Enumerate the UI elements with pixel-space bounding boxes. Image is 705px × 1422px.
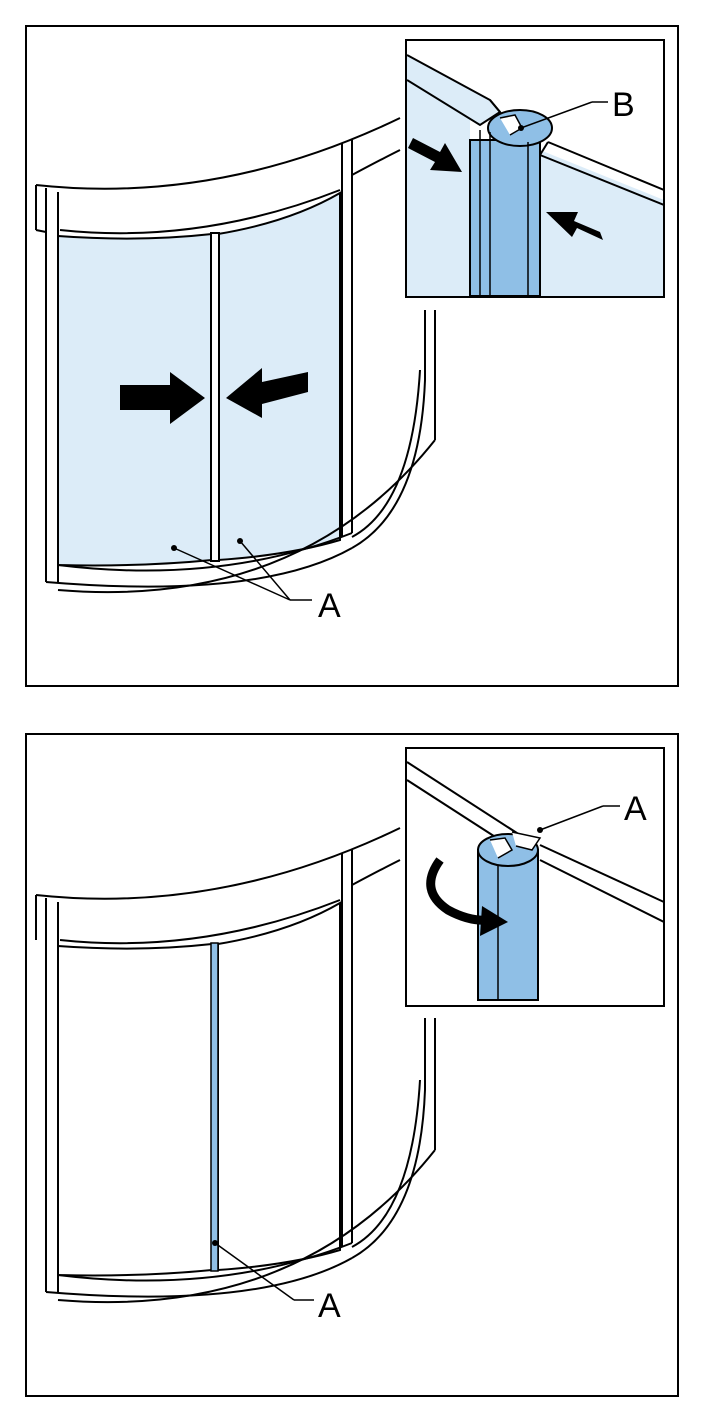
top-profile-curve — [35, 117, 401, 190]
center-seal-strip — [210, 942, 219, 1272]
arrow-right-icon — [120, 372, 205, 424]
glass-panel-left — [57, 942, 213, 1277]
step-2-illustration: A A — [25, 733, 679, 1397]
arrow-diagonal-up-icon — [546, 212, 603, 240]
glass-panel-right — [217, 191, 341, 562]
bottom-tray-curve — [45, 1257, 353, 1298]
rotate-arrow-icon — [426, 857, 491, 925]
top-rail-curve — [59, 189, 341, 235]
step-1-illustration: A B — [25, 25, 679, 687]
inset-callout-a-label: A — [624, 790, 647, 828]
arrow-left-icon — [226, 368, 308, 418]
detail-inset: A — [405, 747, 665, 1007]
step-1-panel: A B — [0, 0, 705, 710]
arrow-diagonal-down-icon — [408, 138, 462, 172]
callout-b-label: B — [612, 86, 635, 124]
callout-a-label: A — [318, 587, 341, 625]
bottom-tray-curve — [45, 547, 353, 588]
glass-panel-right — [217, 901, 341, 1272]
callout-a-label: A — [318, 1287, 341, 1325]
step-2-panel: A A — [0, 710, 705, 1422]
center-seal-strip — [210, 232, 220, 562]
detail-inset: B — [405, 39, 665, 298]
